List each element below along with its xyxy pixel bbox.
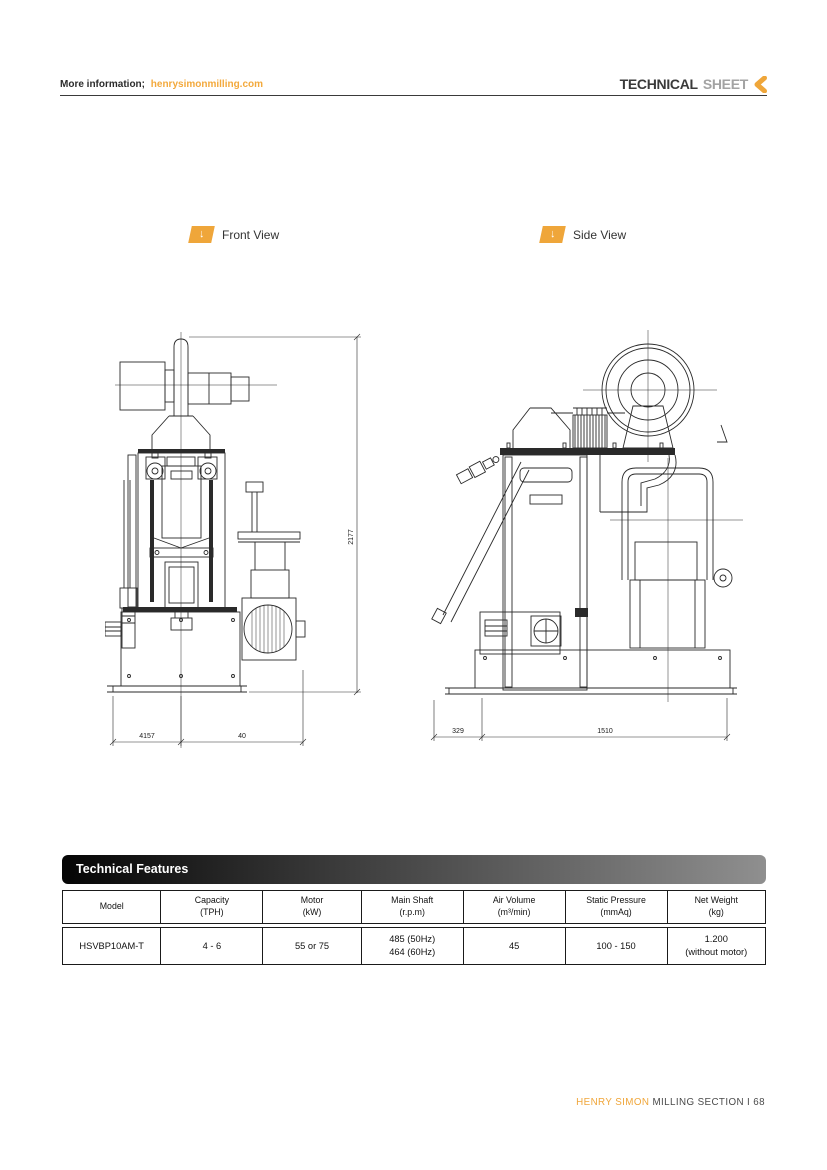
front-centerlines [115, 332, 277, 748]
brand-sheet: SHEET [702, 76, 748, 92]
cell-net-weight: 1.200(without motor) [666, 927, 766, 965]
page-footer: HENRY SIMON MILLING SECTION I 68 [576, 1097, 765, 1108]
features-data-table: HSVBP10AM-T 4 - 6 55 or 75 485 (50Hz)464… [61, 927, 766, 965]
technical-features-section: Technical Features Model Capacity(TPH) M… [61, 855, 766, 965]
table-row: HSVBP10AM-T 4 - 6 55 or 75 485 (50Hz)464… [61, 927, 766, 965]
more-info-link[interactable]: henrysimonmilling.com [150, 78, 264, 90]
down-arrow-icon: ↓ [188, 226, 215, 243]
valve-fittings [455, 456, 500, 485]
features-header-row: Model Capacity(TPH) Motor(kW) Main Shaft… [61, 890, 766, 924]
technical-features-title: Technical Features [62, 855, 766, 884]
more-info: More information; henrysimonmilling.com [60, 79, 263, 90]
footer-section: MILLING SECTION I 68 [652, 1097, 765, 1108]
cell-air-volume: 45 [462, 927, 566, 965]
col-motor: Motor(kW) [262, 890, 362, 924]
features-header-table: Model Capacity(TPH) Motor(kW) Main Shaft… [61, 890, 766, 924]
col-air-volume: Air Volume(m³/min) [462, 890, 566, 924]
col-capacity: Capacity(TPH) [160, 890, 264, 924]
header-divider [60, 95, 767, 96]
front-dim-bottom-right: 40 [238, 733, 246, 740]
cell-capacity: 4 - 6 [160, 927, 264, 965]
col-net-weight: Net Weight(kg) [666, 890, 766, 924]
cell-model: HSVBP10AM-T [61, 927, 162, 965]
front-machine [105, 338, 306, 693]
page-header: More information; henrysimonmilling.com … [60, 74, 767, 94]
side-centerlines [583, 330, 743, 702]
front-dim-bottom-left: 4157 [139, 733, 155, 740]
front-dim-height: 2177 [348, 529, 355, 545]
cell-static-pressure: 100 - 150 [564, 927, 668, 965]
side-view-label: ↓ Side View [539, 226, 627, 243]
front-view-label: ↓ Front View [188, 226, 280, 243]
cell-motor: 55 or 75 [262, 927, 362, 965]
col-static-pressure: Static Pressure(mmAq) [564, 890, 668, 924]
down-arrow-icon: ↓ [539, 226, 566, 243]
side-dim-bottom-left: 329 [452, 728, 464, 735]
brand-chevron-icon [754, 75, 767, 93]
more-info-label: More information; [60, 78, 145, 90]
side-view-drawing: 329 1510 [430, 330, 743, 741]
side-view-text: Side View [573, 227, 627, 242]
col-model: Model [61, 890, 162, 924]
side-dim-bottom-right: 1510 [597, 728, 613, 735]
side-dimension-lines: 329 1510 [430, 698, 731, 741]
front-dimension-lines: 2177 4157 40 [109, 333, 361, 746]
brand-technical: TECHNICAL [619, 76, 698, 92]
front-view-drawing: 2177 4157 40 [105, 332, 361, 748]
front-view-text: Front View [222, 227, 280, 242]
col-main-shaft: Main Shaft(r.p.m) [360, 890, 464, 924]
side-machine [431, 343, 737, 695]
footer-brand: HENRY SIMON [576, 1097, 650, 1108]
cell-main-shaft: 485 (50Hz)464 (60Hz) [360, 927, 464, 965]
